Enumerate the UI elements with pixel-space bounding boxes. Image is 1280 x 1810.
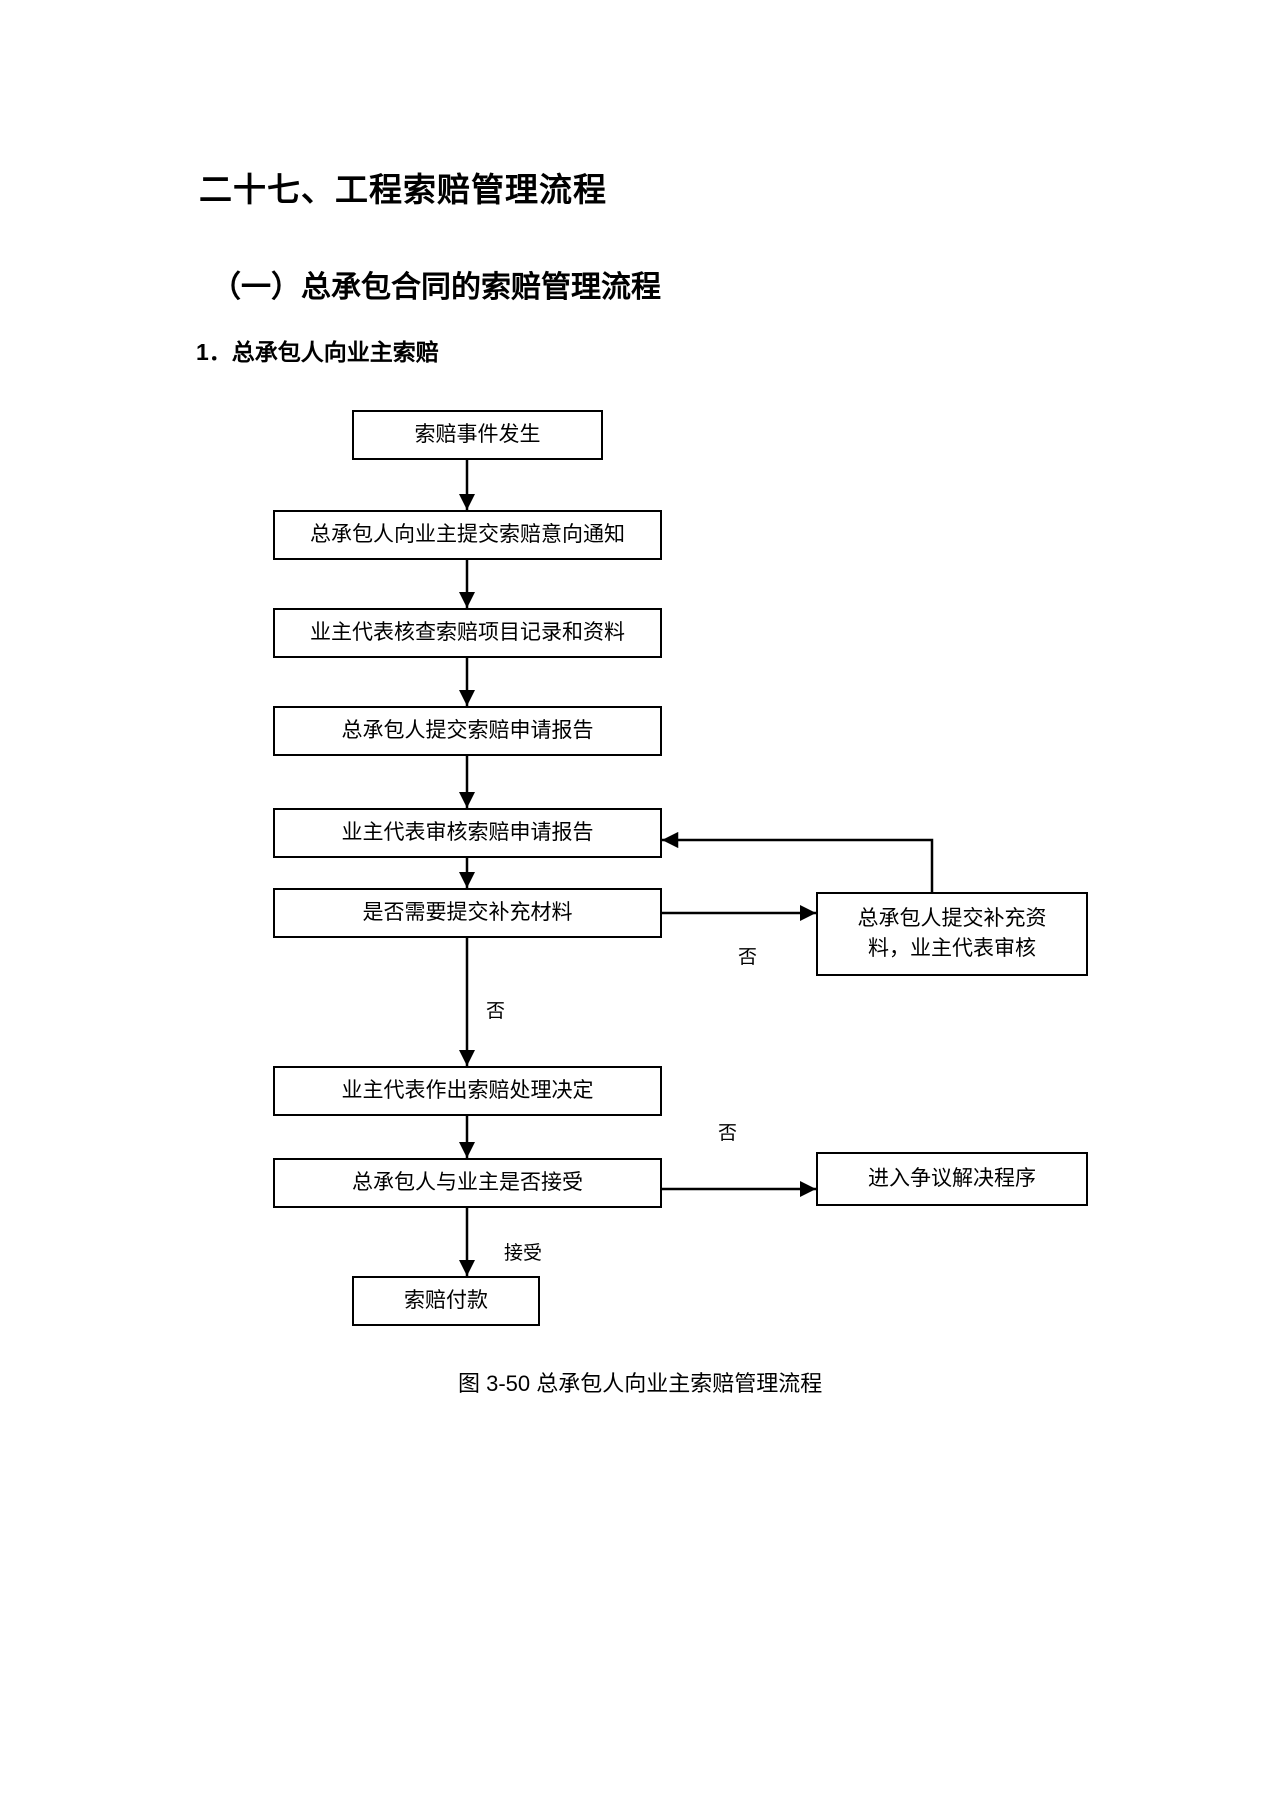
- flow-node-claim-payment: 索赔付款: [352, 1276, 540, 1326]
- flow-node-label: 业主代表审核索赔申请报告: [341, 820, 594, 844]
- figure-caption: 图 3-50 总承包人向业主索赔管理流程: [458, 1371, 823, 1396]
- flow-node-dispute-resolution: 进入争议解决程序: [816, 1152, 1088, 1206]
- flow-node-need-supplement-question: 是否需要提交补充材料: [273, 888, 662, 938]
- flow-node-both-accept-question: 总承包人与业主是否接受: [273, 1158, 662, 1208]
- flow-node-label: 业主代表作出索赔处理决定: [341, 1078, 594, 1102]
- edge-label-no-supplement-right: 否: [738, 947, 758, 968]
- flow-node-label: 索赔付款: [404, 1288, 488, 1312]
- flow-node-label: 业主代表核查索赔项目记录和资料: [310, 620, 625, 644]
- flow-node-label: 总承包人提交索赔申请报告: [341, 718, 594, 742]
- flow-node-label: 总承包人提交补充资料，业主代表审核: [857, 906, 1047, 960]
- flow-node-submit-claim-report: 总承包人提交索赔申请报告: [273, 706, 662, 756]
- flow-node-label: 索赔事件发生: [414, 422, 541, 446]
- edge-label-no-supplement-down: 否: [486, 1001, 506, 1022]
- flow-node-label: 是否需要提交补充材料: [362, 900, 573, 924]
- flow-node-label: 总承包人与业主是否接受: [352, 1170, 583, 1194]
- edge-label-not-accept: 否: [718, 1123, 738, 1144]
- section-heading: （一）总承包合同的索赔管理流程: [211, 271, 661, 304]
- flow-node-owner-rep-review-report: 业主代表审核索赔申请报告: [273, 808, 662, 858]
- flow-node-claim-event: 索赔事件发生: [352, 410, 603, 460]
- flow-node-owner-rep-decision: 业主代表作出索赔处理决定: [273, 1066, 662, 1116]
- flow-node-label: 进入争议解决程序: [868, 1166, 1036, 1190]
- flow-node-submit-intent-notice: 总承包人向业主提交索赔意向通知: [273, 510, 662, 560]
- edge-label-accept: 接受: [504, 1243, 543, 1264]
- flow-node-owner-rep-verify-records: 业主代表核查索赔项目记录和资料: [273, 608, 662, 658]
- subsection-heading: 1．总承包人向业主索赔: [196, 339, 439, 365]
- flow-node-submit-supplement-review: 总承包人提交补充资料，业主代表审核: [816, 892, 1088, 976]
- flow-node-label: 总承包人向业主提交索赔意向通知: [310, 522, 625, 546]
- page-title: 二十七、工程索赔管理流程: [199, 171, 607, 208]
